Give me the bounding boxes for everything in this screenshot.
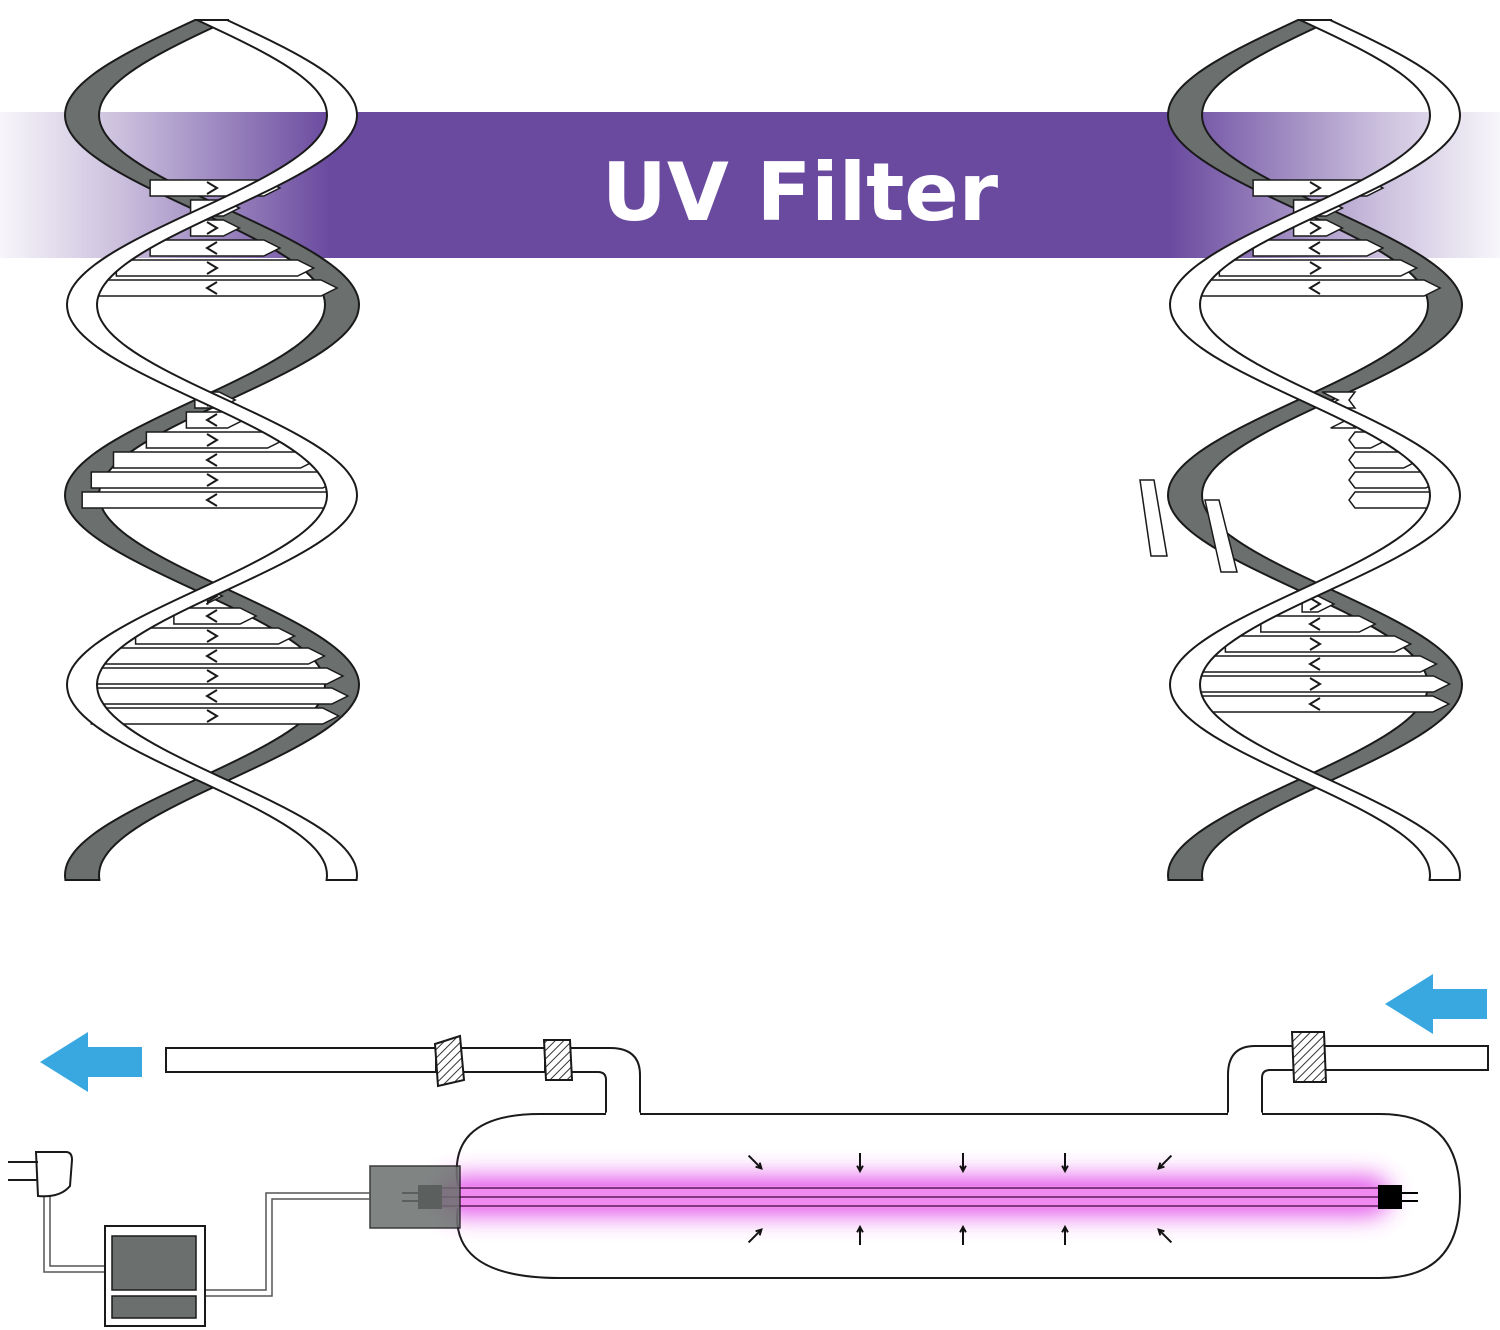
dna-bond: [206, 181, 219, 195]
dna-bond: [1308, 657, 1321, 671]
uv-ray-arrowhead: [755, 1228, 763, 1236]
uv-ray-arrowhead: [1157, 1228, 1165, 1236]
dna-rung: [1218, 259, 1419, 277]
uv-ray-arrowhead: [1157, 1162, 1165, 1170]
dna-fragment: [1139, 479, 1168, 557]
dna-bond: [1308, 281, 1321, 295]
dna-rung: [90, 471, 341, 489]
uv-ray-arrowhead: [959, 1224, 967, 1233]
dna-bond: [1308, 241, 1321, 255]
power-cable: [43, 1192, 370, 1297]
uv-ray-arrowhead: [755, 1162, 763, 1170]
dna-rung: [112, 451, 319, 469]
dna-front-strand: [1168, 19, 1462, 881]
inlet-pipe: [1227, 1031, 1489, 1114]
dna-rung: [1292, 219, 1345, 237]
outlet-pipe: [165, 1034, 641, 1114]
outlet-fitting-2: [542, 1039, 574, 1081]
inlet-fitting: [1290, 1031, 1328, 1083]
dna-bond: [1308, 697, 1321, 711]
uv-ray-arrow: [747, 1154, 763, 1170]
dna-rung: [90, 707, 341, 725]
uv-ray-arrowhead: [856, 1165, 864, 1174]
outlet-fitting-1: [433, 1034, 466, 1088]
dna-bond: [205, 281, 218, 295]
dna-fragment: [1204, 499, 1238, 573]
ballast-icon: [104, 1225, 206, 1327]
dna-bond: [205, 689, 218, 703]
dna-rung: [1260, 615, 1377, 633]
intact-dna-icon: [63, 19, 361, 881]
dna-bond: [206, 669, 219, 683]
banner-title: UV Filter: [602, 146, 999, 239]
dna-bond: [205, 453, 218, 467]
uv-lamp-icon: [402, 1176, 1418, 1216]
dna-bond: [205, 609, 218, 623]
dna-bond: [206, 709, 219, 723]
dna-back-strand: [63, 19, 361, 881]
dna-bond: [1309, 181, 1322, 195]
dna-bond: [205, 649, 218, 663]
dna-bond: [1309, 261, 1322, 275]
dna-bond: [1308, 617, 1321, 631]
dna-bond: [205, 493, 218, 507]
uv-ray-arrowhead: [856, 1224, 864, 1233]
dna-bond: [206, 473, 219, 487]
dna-bond: [206, 433, 219, 447]
dna-bond: [1309, 221, 1322, 235]
dna-bond: [205, 413, 218, 427]
outlet-arrow-icon: [40, 1032, 142, 1092]
dna-back-strand: [1166, 19, 1464, 881]
uv-ray-arrowhead: [1061, 1165, 1069, 1174]
dna-rung: [134, 627, 297, 645]
damaged-dna-icon: [1139, 19, 1464, 881]
uv-ray-arrowhead: [1061, 1224, 1069, 1233]
dna-rung: [173, 607, 258, 625]
dna-bond: [1309, 597, 1322, 611]
lamp-end-cap: [369, 1165, 461, 1229]
dna-bond: [205, 241, 218, 255]
dna-rung: [115, 259, 316, 277]
inlet-arrow-icon: [1385, 974, 1487, 1034]
uv-ray-arrow: [747, 1228, 763, 1244]
dna-rung: [149, 239, 282, 257]
dna-bond: [206, 221, 219, 235]
dna-bond: [1309, 637, 1322, 651]
dna-rung: [1224, 635, 1413, 653]
dna-front-strand: [65, 19, 359, 881]
dna-rung: [145, 431, 286, 449]
dna-bond: [206, 629, 219, 643]
uv-irradiation-arrows: [747, 1153, 1173, 1245]
uv-ray-arrow: [1157, 1154, 1173, 1170]
power-plug-icon: [8, 1151, 74, 1198]
dna-rung: [86, 667, 345, 685]
dna-bond: [206, 261, 219, 275]
uv-ray-arrow: [1157, 1228, 1173, 1244]
dna-rung: [1252, 239, 1385, 257]
dna-bond: [1309, 677, 1322, 691]
dna-rung: [189, 219, 242, 237]
dna-rung: [1185, 675, 1452, 693]
uv-ray-arrowhead: [959, 1165, 967, 1174]
